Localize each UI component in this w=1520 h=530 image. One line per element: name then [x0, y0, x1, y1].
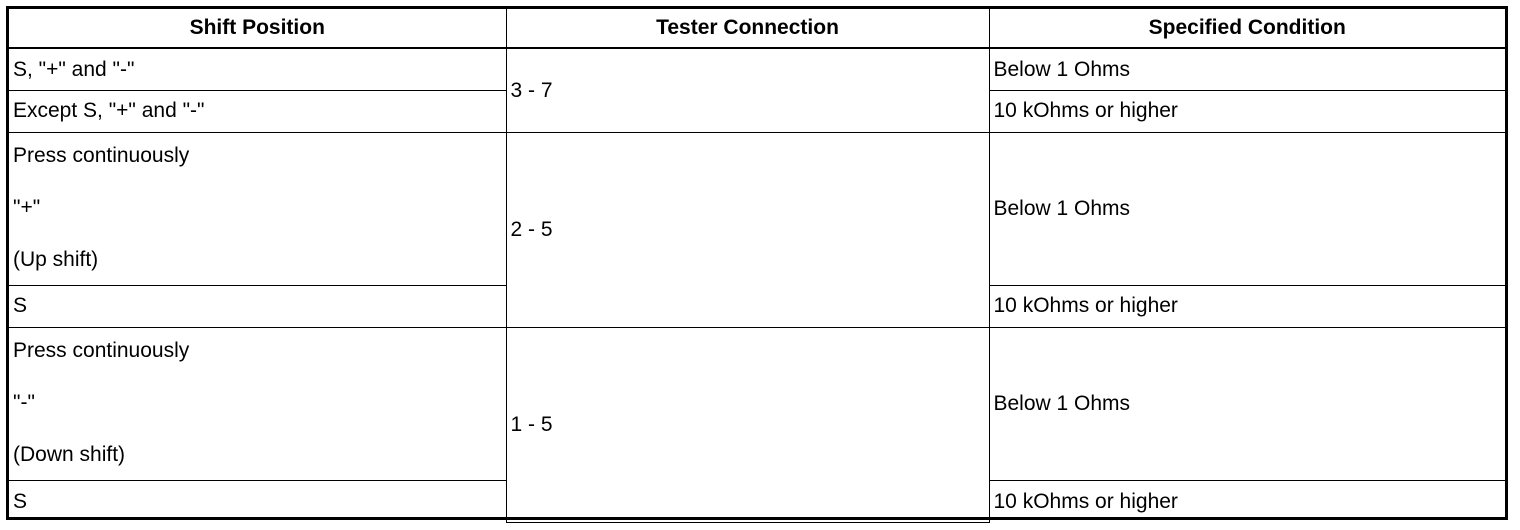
shift-position-cell: S, "+" and "-"	[9, 47, 507, 91]
shift-position-cell: S	[9, 479, 507, 522]
shift-position-line: "+"	[13, 195, 41, 219]
specified-condition-cell: 10 kOhms or higher	[988, 89, 1505, 133]
shift-position-line: Press continuously	[13, 143, 190, 167]
header-shift-position: Shift Position	[9, 9, 507, 49]
header-specified-condition: Specified Condition	[988, 9, 1505, 49]
header-tester-connection: Tester Connection	[505, 9, 990, 49]
specified-condition-cell: Below 1 Ohms	[988, 47, 1505, 91]
tester-connection-cell: 3 - 7	[505, 47, 990, 133]
shift-position-cell: Press continuously "+" (Up shift)	[9, 131, 507, 286]
specified-condition-cell: 10 kOhms or higher	[988, 479, 1505, 522]
specified-condition-cell: Below 1 Ohms	[988, 131, 1505, 286]
shift-position-line: Press continuously	[13, 338, 190, 362]
shift-position-line: (Up shift)	[13, 247, 99, 271]
switch-inspection-table: Shift Position Tester Connection Specifi…	[6, 6, 1508, 523]
specified-condition-cell: Below 1 Ohms	[988, 326, 1505, 481]
table-row: Press continuously "+" (Up shift) 2 - 5 …	[9, 131, 1505, 328]
table-row: Except S, "+" and "-" 10 kOhms or higher	[9, 89, 1505, 133]
shift-position-line: "-"	[13, 390, 35, 414]
tester-connection-cell: 2 - 5	[505, 131, 990, 328]
table-row: Press continuously "-" (Down shift) 1 - …	[9, 326, 1505, 523]
table-row: S, "+" and "-" 3 - 7 Below 1 Ohms	[9, 47, 1505, 133]
shift-position-line: (Down shift)	[13, 442, 126, 466]
shift-position-cell: S	[9, 284, 507, 328]
tester-connection-cell: 1 - 5	[505, 326, 990, 523]
table-row: S 10 kOhms or higher	[9, 479, 1505, 522]
table-header-row: Shift Position Tester Connection Specifi…	[9, 9, 1505, 49]
shift-position-cell: Press continuously "-" (Down shift)	[9, 326, 507, 481]
shift-position-cell: Except S, "+" and "-"	[9, 89, 507, 133]
specified-condition-cell: 10 kOhms or higher	[988, 284, 1505, 328]
inspection-table: Shift Position Tester Connection Specifi…	[9, 9, 1505, 523]
